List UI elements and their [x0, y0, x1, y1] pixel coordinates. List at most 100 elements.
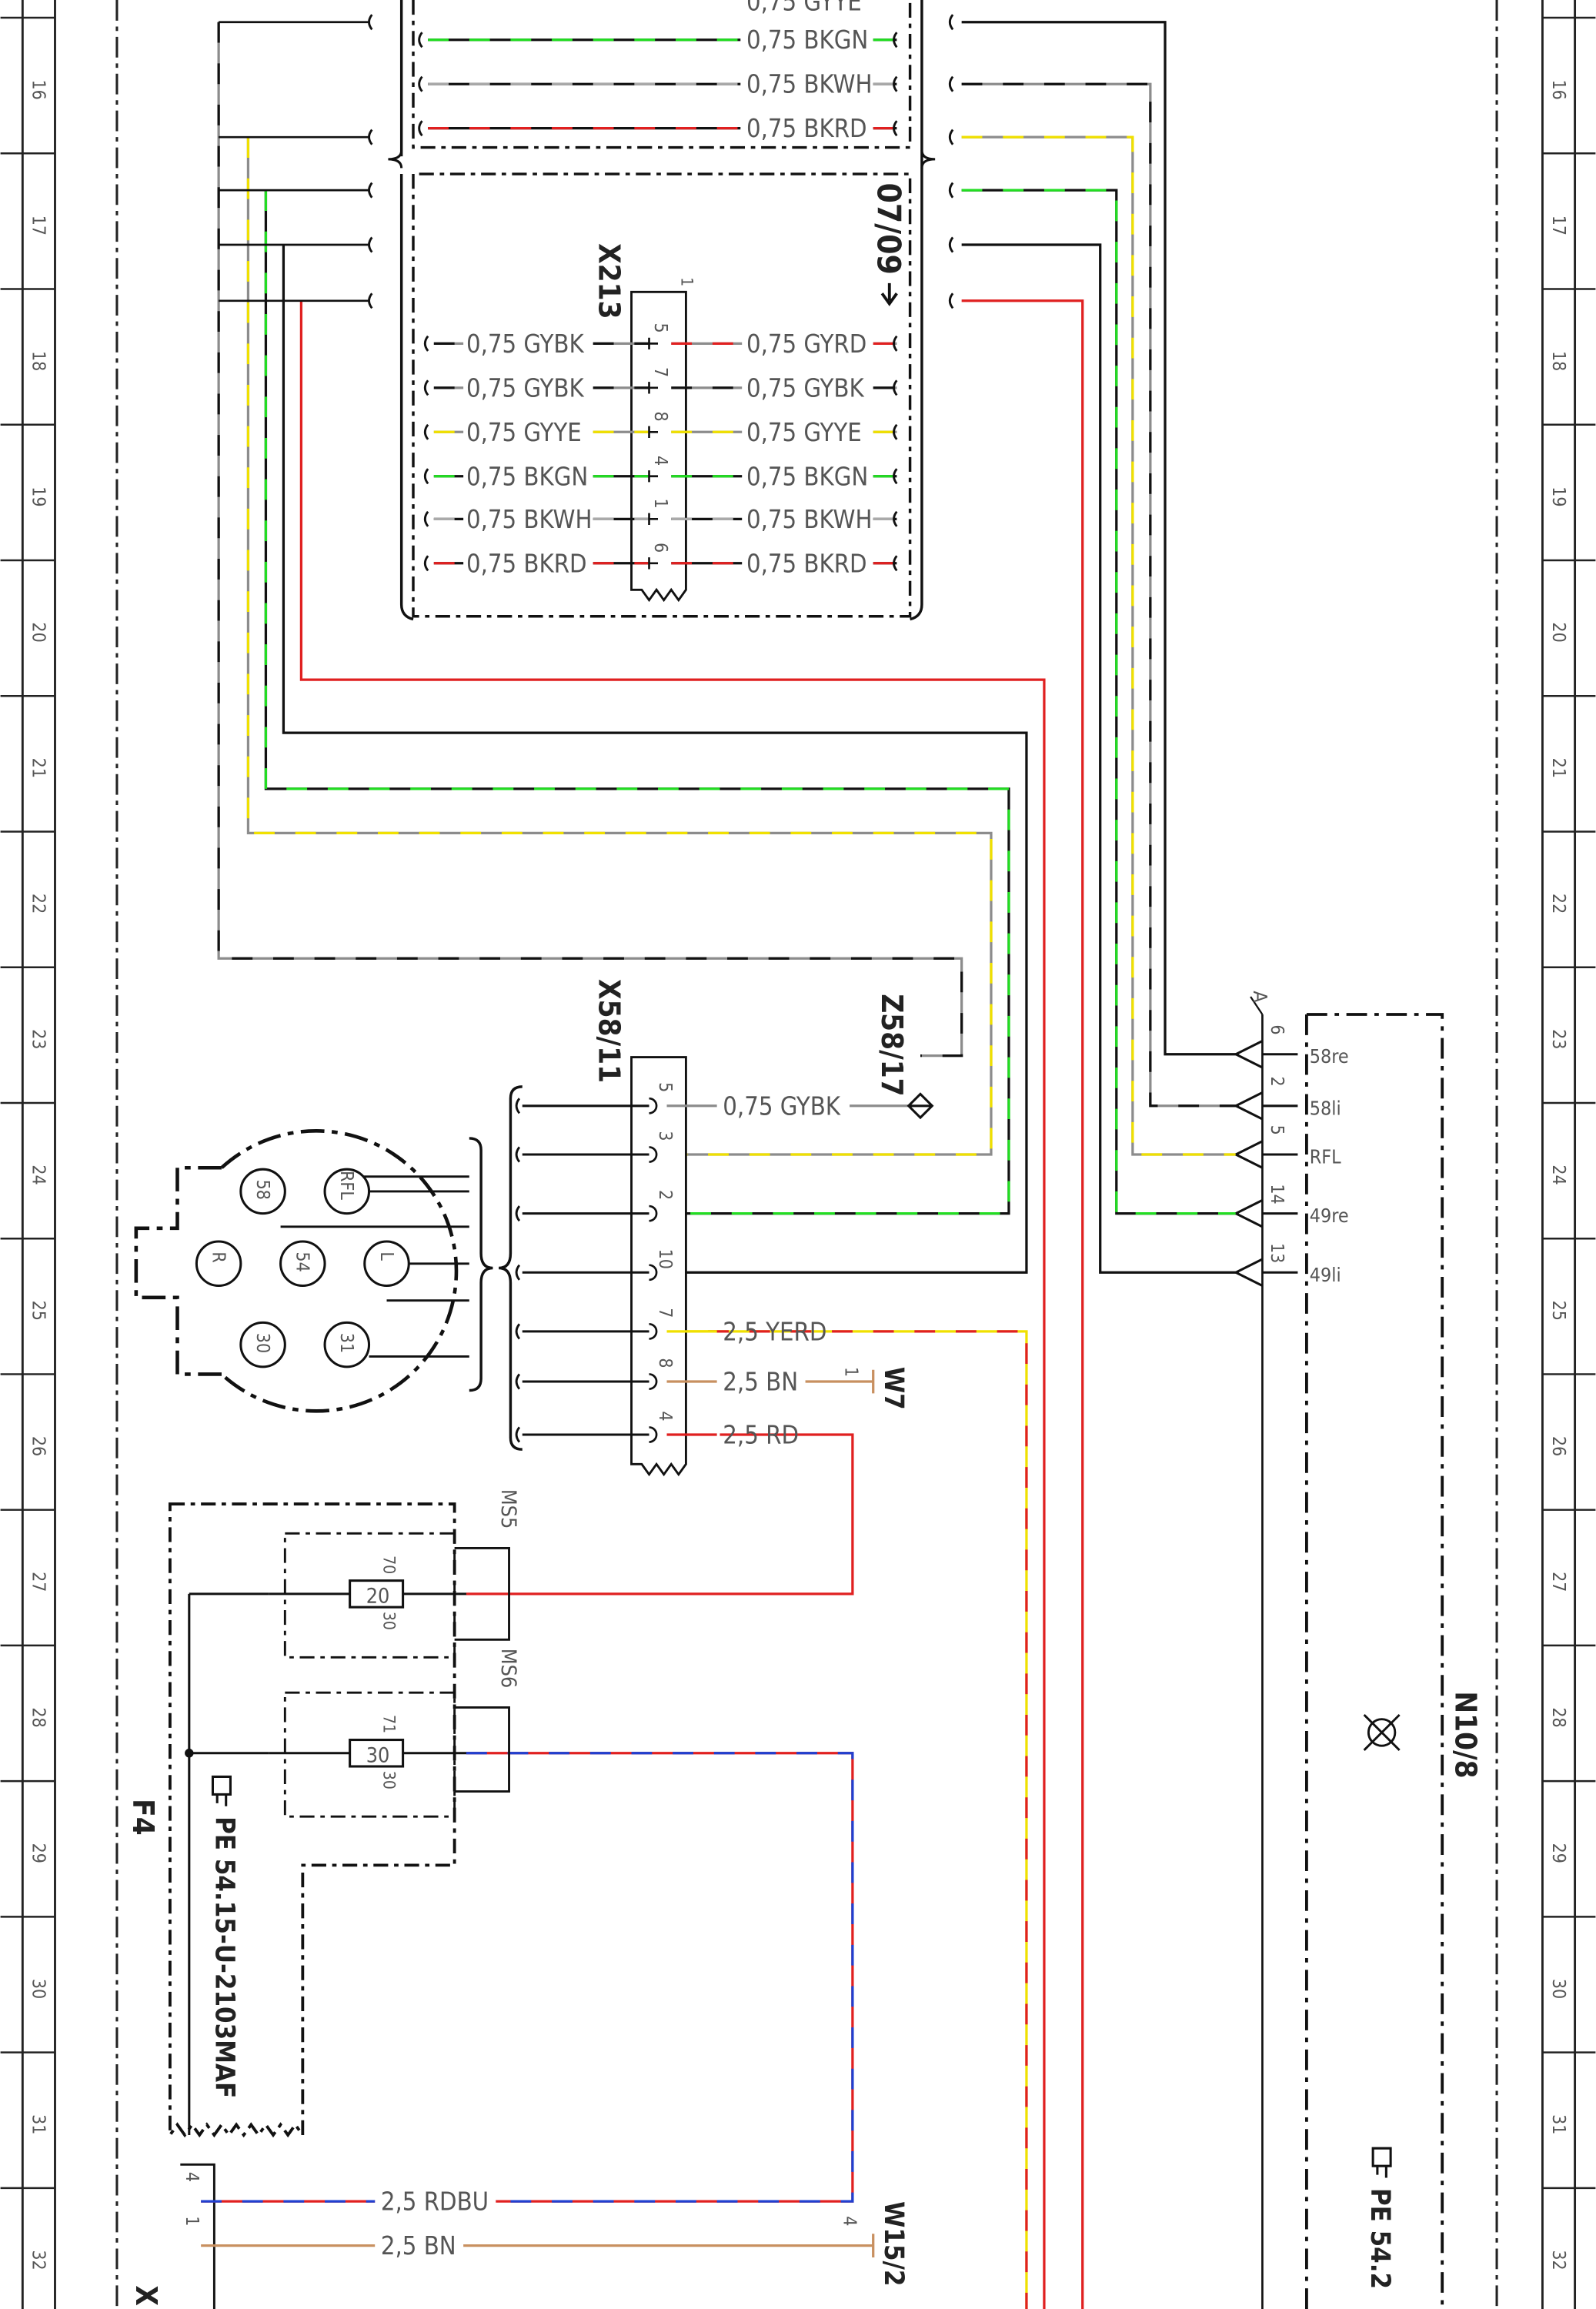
f4-pe-ref: PE 54.15-U-2103MAF [209, 1816, 239, 2098]
wire-break [893, 555, 898, 572]
socket-pin [323, 1321, 371, 1368]
x58-wire-label: 0,75 GYBK [723, 1091, 841, 1121]
socket-pin [239, 1168, 286, 1215]
wire-break [893, 379, 898, 396]
routed-wire-11 [666, 1330, 1028, 2309]
x213-pin-number: 4 [650, 456, 670, 466]
grid-number-left: 18 [28, 351, 48, 371]
w7-wire [805, 1369, 875, 1394]
x213-right-label: 0,75 GYRD [746, 329, 866, 359]
grid-number-right: 32 [1548, 2250, 1568, 2270]
grid-number-left: 28 [28, 1707, 48, 1727]
x58-pin-number: 7 [655, 1308, 675, 1318]
lamp-icon [1363, 1713, 1401, 1751]
x213-left-label: 0,75 BKRD [466, 549, 587, 578]
wire-break [418, 32, 423, 48]
wire-break [423, 379, 429, 396]
x213-pin-number: 7 [650, 367, 670, 377]
wire-break [948, 182, 954, 199]
grid-number-right: 26 [1548, 1436, 1568, 1456]
grid-number-right: 20 [1548, 622, 1568, 642]
x213-right-label: 0,75 BKGN [746, 462, 868, 491]
n10-pin-label: 49re [1310, 1205, 1349, 1227]
grid-number-left: 23 [28, 1029, 48, 1049]
grid-number-left: 21 [28, 758, 48, 778]
fuse-value: 30 [366, 1743, 390, 1767]
wire-break [423, 468, 429, 485]
fuse-pin-in: 71 [380, 1715, 399, 1733]
n10-pin-number: 14 [1267, 1184, 1287, 1204]
x58-pin-mark [649, 1097, 658, 1114]
grid-number-right: 22 [1548, 894, 1568, 914]
grid-number-right: 25 [1548, 1301, 1568, 1321]
page-frame [21, 0, 1577, 2309]
x213-left-label: 0,75 GYYE [466, 418, 582, 447]
grid-number-left: 17 [28, 216, 48, 236]
fuse-module-ref: MS6 [496, 1649, 520, 1688]
wire-break [893, 510, 898, 527]
wire-break [368, 236, 373, 253]
x213-pin-mark [648, 337, 659, 350]
x213-connector [630, 290, 687, 603]
grid-number-right: 21 [1548, 758, 1568, 778]
z58-ref: Z58/17 [874, 994, 909, 1096]
grid-number-left: 32 [28, 2250, 48, 2270]
routed-wire-10 [961, 299, 1084, 2309]
n10-pin-number: 5 [1267, 1125, 1287, 1135]
wire-break [948, 129, 954, 145]
x213-pin-number: 5 [650, 323, 670, 333]
grid-number-right: 29 [1548, 1843, 1568, 1863]
x58-pin-number: 10 [655, 1249, 675, 1269]
page-reference: 07/09 [870, 183, 907, 275]
socket-pin-label: R [208, 1251, 228, 1262]
grid-number-right: 31 [1548, 2114, 1568, 2134]
x-wire-label: 2,5 BN [381, 2231, 456, 2261]
socket-pin-label: 30 [252, 1333, 272, 1353]
wire-break [423, 335, 429, 352]
grid-number-right: 27 [1548, 1572, 1568, 1592]
wire-break [368, 14, 373, 31]
x58-pin-number: 8 [655, 1358, 675, 1368]
x213-pin-mark [648, 513, 659, 525]
grid-number-left: 16 [28, 79, 48, 99]
x58-wire-label: 2,5 RD [723, 1420, 799, 1449]
n10-pin-label: 49li [1310, 1264, 1341, 1286]
w15-ref: W15/2 [878, 2201, 909, 2286]
wire-break [368, 292, 373, 309]
fuse-pin-in: 70 [380, 1555, 399, 1574]
x213-right-label: 0,75 BKWH [746, 505, 873, 534]
f4-pe-hand-icon [211, 1775, 232, 1806]
n10-pin-mark [1235, 1140, 1298, 1169]
routed-wire-1-stripe [246, 137, 993, 1156]
x58-ref: X58/11 [591, 979, 626, 1083]
socket-pin-label: 54 [292, 1251, 312, 1271]
socket-pin [363, 1240, 410, 1288]
wire-break [893, 335, 898, 352]
x213-pin-mark [648, 470, 659, 483]
x-ref: X [129, 2285, 163, 2306]
routed-wire-3 [282, 245, 1028, 1274]
z58-splice [907, 1092, 934, 1120]
socket-pin [239, 1321, 286, 1368]
x213-left-label: 0,75 GYBK [466, 373, 585, 403]
x58-connector [469, 1056, 687, 1477]
x213-pin-number: 1 [650, 499, 670, 509]
wire-break [515, 1205, 521, 1222]
wire-break [423, 555, 429, 572]
n10-pin-number: 13 [1267, 1243, 1287, 1263]
grid-number-right: 17 [1548, 216, 1568, 236]
x213-pin-number: 8 [650, 411, 670, 421]
top-wire-partial-label: 0,75 GYYE [746, 0, 862, 16]
wire-break [515, 1373, 521, 1390]
n10-pin-mark [1235, 1040, 1298, 1069]
routed-wire-4 [299, 300, 1046, 2309]
x58-pin-mark [649, 1322, 658, 1340]
fuse-pin-out: 30 [380, 1612, 399, 1630]
w7-ref: W7 [878, 1367, 909, 1410]
routed-wire-12 [466, 1433, 854, 1596]
n10-pin-label: 58re [1310, 1045, 1349, 1068]
